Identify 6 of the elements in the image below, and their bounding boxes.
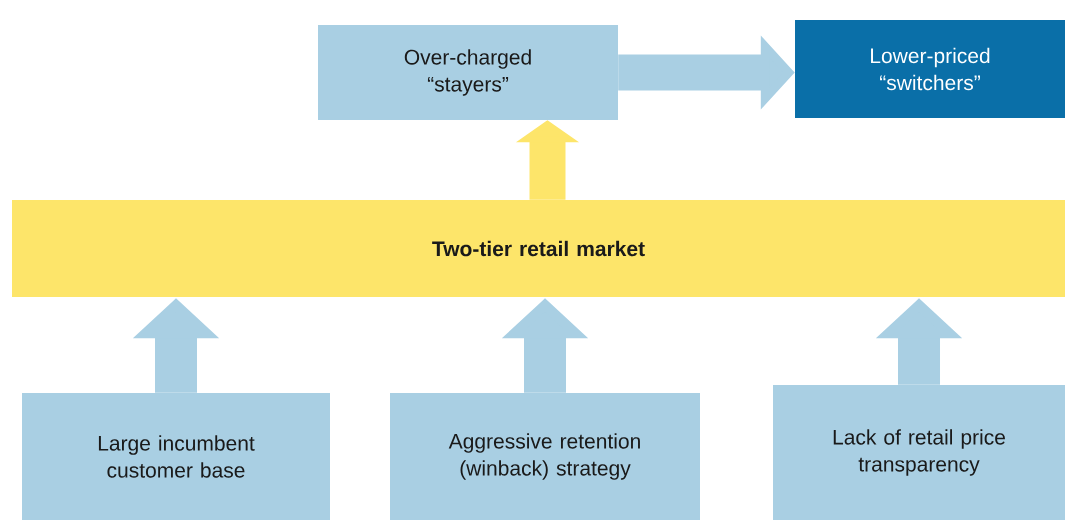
market-band: Two-tier retail market xyxy=(12,200,1065,297)
process-box: Over-charged “stayers” xyxy=(318,25,618,120)
process-box: Lower-priced “switchers” xyxy=(795,20,1065,118)
cause-box: Large incumbent customer base xyxy=(22,393,330,520)
cause-box: Aggressive retention (winback) strategy xyxy=(390,393,700,520)
cause-box: Lack of retail price transparency xyxy=(773,385,1065,520)
